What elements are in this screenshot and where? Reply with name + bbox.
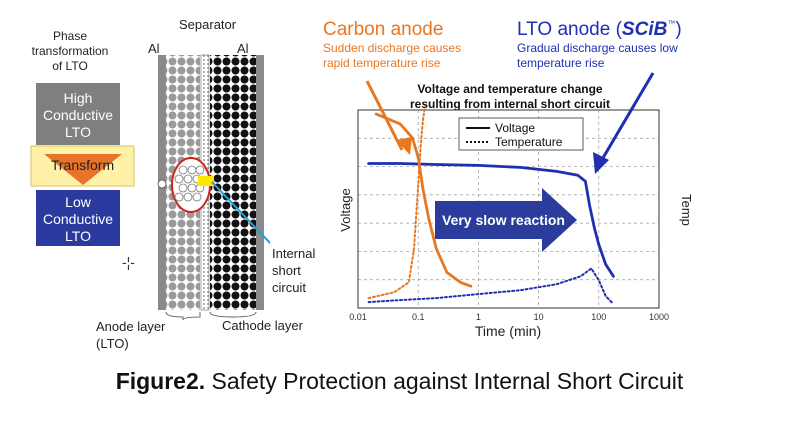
lto-desc-line: temperature rise: [517, 56, 605, 70]
carbon-anode-desc: Sudden discharge causes rapid temperatur…: [323, 41, 461, 71]
carbon-pointer-head: [396, 137, 412, 155]
internal-short-label: Internal short circuit: [272, 245, 315, 296]
low-box-line: Conductive: [42, 211, 114, 227]
figure-caption: Figure2. Safety Protection against Inter…: [0, 368, 799, 395]
series-lto-voltage: [367, 162, 615, 278]
x-tick-label: 0.01: [349, 312, 367, 322]
low-box-line: Low: [65, 194, 91, 210]
lto-anode-title: LTO anode (SCiB™): [517, 19, 682, 41]
slow-reaction-label: Very slow reaction: [442, 212, 565, 228]
phase-title: Phase transformation of LTO: [30, 29, 110, 74]
transform-label: Transform: [50, 157, 115, 173]
high-box-line: Conductive: [42, 107, 114, 123]
phase-title-line: of LTO: [52, 59, 88, 73]
x-tick-label: 100: [591, 312, 606, 322]
carbon-pointer-line: [365, 80, 404, 151]
anode-layer-label: Anode layer (LTO): [96, 318, 165, 352]
al-right-label: Al: [237, 41, 249, 56]
anode-layer-line: Anode layer: [96, 319, 166, 334]
x-axis-label: Time (min): [475, 323, 541, 339]
low-box-line: LTO: [65, 228, 91, 244]
internal-short-line: circuit: [272, 280, 306, 295]
phase-title-line: Phase: [52, 29, 88, 43]
figure-number: Figure2.: [115, 368, 206, 394]
lto-pointer-head: [593, 152, 609, 174]
high-box-line: LTO: [65, 124, 91, 140]
anode-layer-line: (LTO): [96, 336, 129, 351]
series-carbon-voltage: [374, 112, 473, 288]
series-lto-temperature: [367, 267, 615, 305]
low-conductive-box: Low Conductive LTO: [36, 190, 120, 246]
crosshair-mark: -¦-: [122, 254, 135, 270]
internal-short-line: Internal: [272, 246, 316, 261]
series-carbon-temperature: [367, 105, 427, 300]
x-tick-label: 1: [476, 312, 481, 322]
carbon-anode-title: Carbon anode: [323, 19, 444, 40]
lto-anode-desc: Gradual discharge causes low temperature…: [517, 41, 678, 71]
lto-desc-line: Gradual discharge causes low: [517, 41, 678, 55]
high-box-line: High: [63, 90, 93, 106]
scib-trademark: ™: [667, 19, 676, 28]
high-conductive-box: High Conductive LTO: [36, 83, 120, 145]
phase-title-line: transformation: [31, 44, 109, 58]
internal-short-line: short: [272, 263, 301, 278]
chart-title-line: Voltage and temperature change: [417, 82, 603, 96]
cathode-layer-label: Cathode layer: [222, 318, 303, 333]
lto-title-prefix: LTO anode (: [517, 19, 622, 40]
y-axis-label-temp: Temp: [679, 194, 694, 226]
figure-title: Safety Protection against Internal Short…: [205, 368, 684, 394]
cell-cross-section: [157, 54, 270, 320]
x-tick-label: 10: [534, 312, 544, 322]
carbon-desc-line: Sudden discharge causes: [323, 41, 462, 55]
chart-title-line: resulting from internal short circuit: [409, 97, 611, 111]
scib-brand: SCiB: [621, 19, 668, 40]
x-tick-label: 0.1: [412, 312, 425, 322]
legend-voltage-label: Voltage: [495, 121, 535, 135]
y-axis-label-voltage: Voltage: [338, 188, 353, 231]
legend-temperature-label: Temperature: [495, 135, 563, 149]
al-left-label: Al: [148, 41, 160, 56]
carbon-desc-line: rapid temperature rise: [323, 56, 441, 70]
legend-box: [458, 117, 584, 151]
separator-label: Separator: [179, 17, 237, 32]
transform-arrow: [30, 145, 135, 187]
x-tick-label: 1000: [649, 312, 669, 322]
slow-reaction-arrow: [435, 188, 577, 252]
lto-pointer-line: [598, 72, 655, 164]
lto-title-suffix: ): [675, 19, 682, 40]
chart-title: Voltage and temperature change resulting…: [380, 82, 640, 112]
